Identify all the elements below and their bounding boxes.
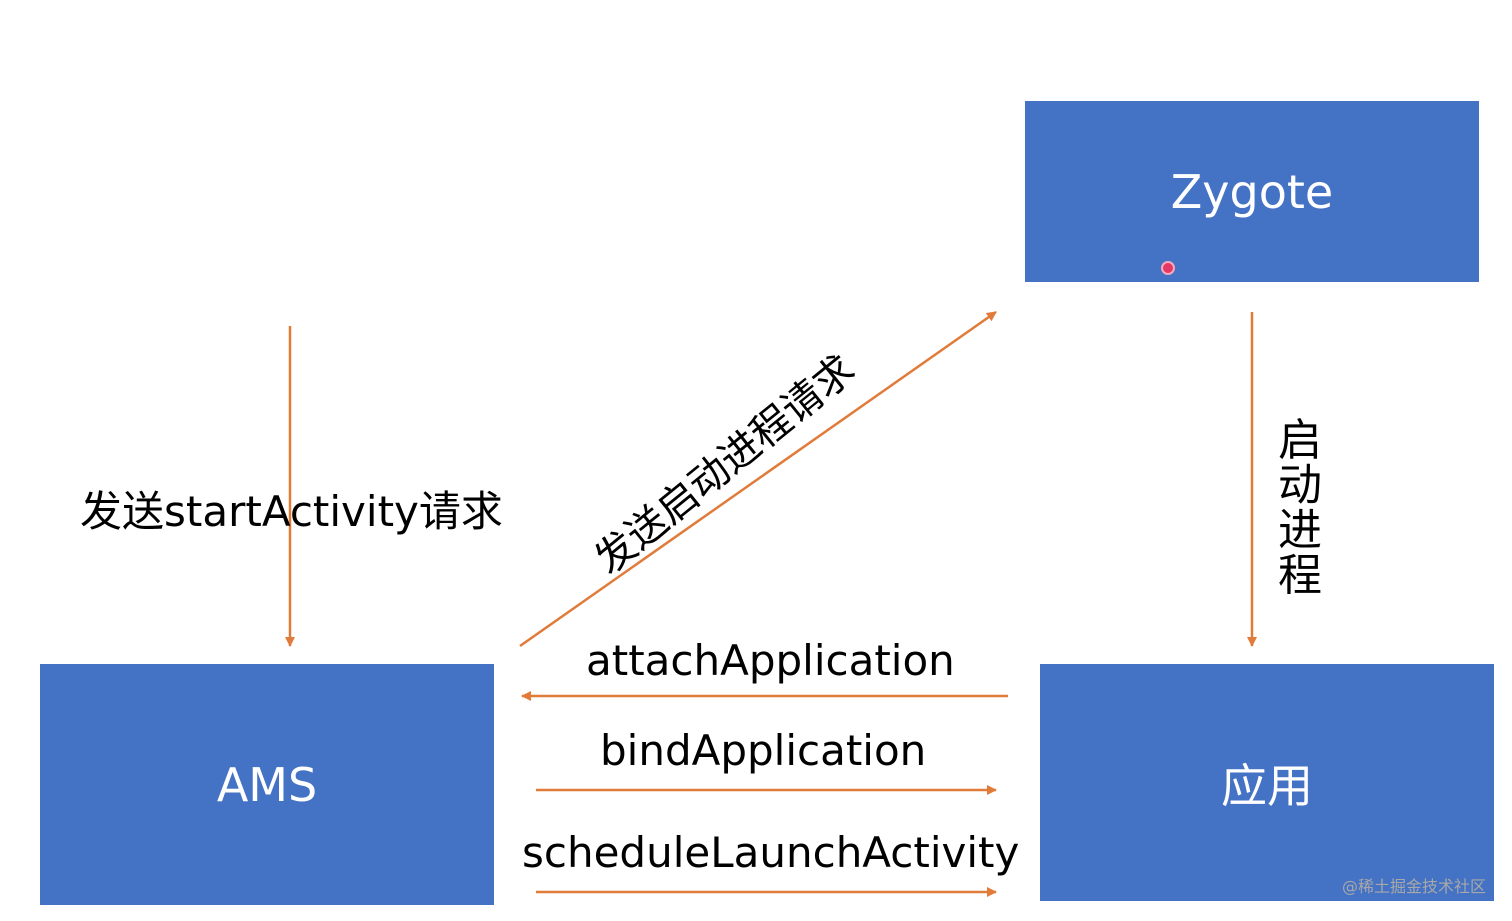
app-node: 应用 (1040, 664, 1494, 901)
bind-application-label: bindApplication (600, 726, 927, 775)
zygote-node: Zygote (1025, 101, 1479, 282)
app-node-label: 应用 (1221, 758, 1313, 813)
cursor-dot-icon (1161, 261, 1175, 275)
ams-node: AMS (40, 664, 494, 905)
send-start-activity-label: 发送startActivity请求 (80, 487, 503, 536)
start-process-label: 启动进程 (1278, 415, 1322, 601)
ams-node-label: AMS (216, 757, 318, 812)
attach-application-label: attachApplication (586, 636, 955, 685)
zygote-node-label: Zygote (1170, 164, 1334, 219)
watermark: @稀土掘金技术社区 (1341, 877, 1486, 896)
arrow-to-zygote (519, 310, 997, 648)
schedule-launch-activity-label: scheduleLaunchActivity (522, 828, 1020, 877)
